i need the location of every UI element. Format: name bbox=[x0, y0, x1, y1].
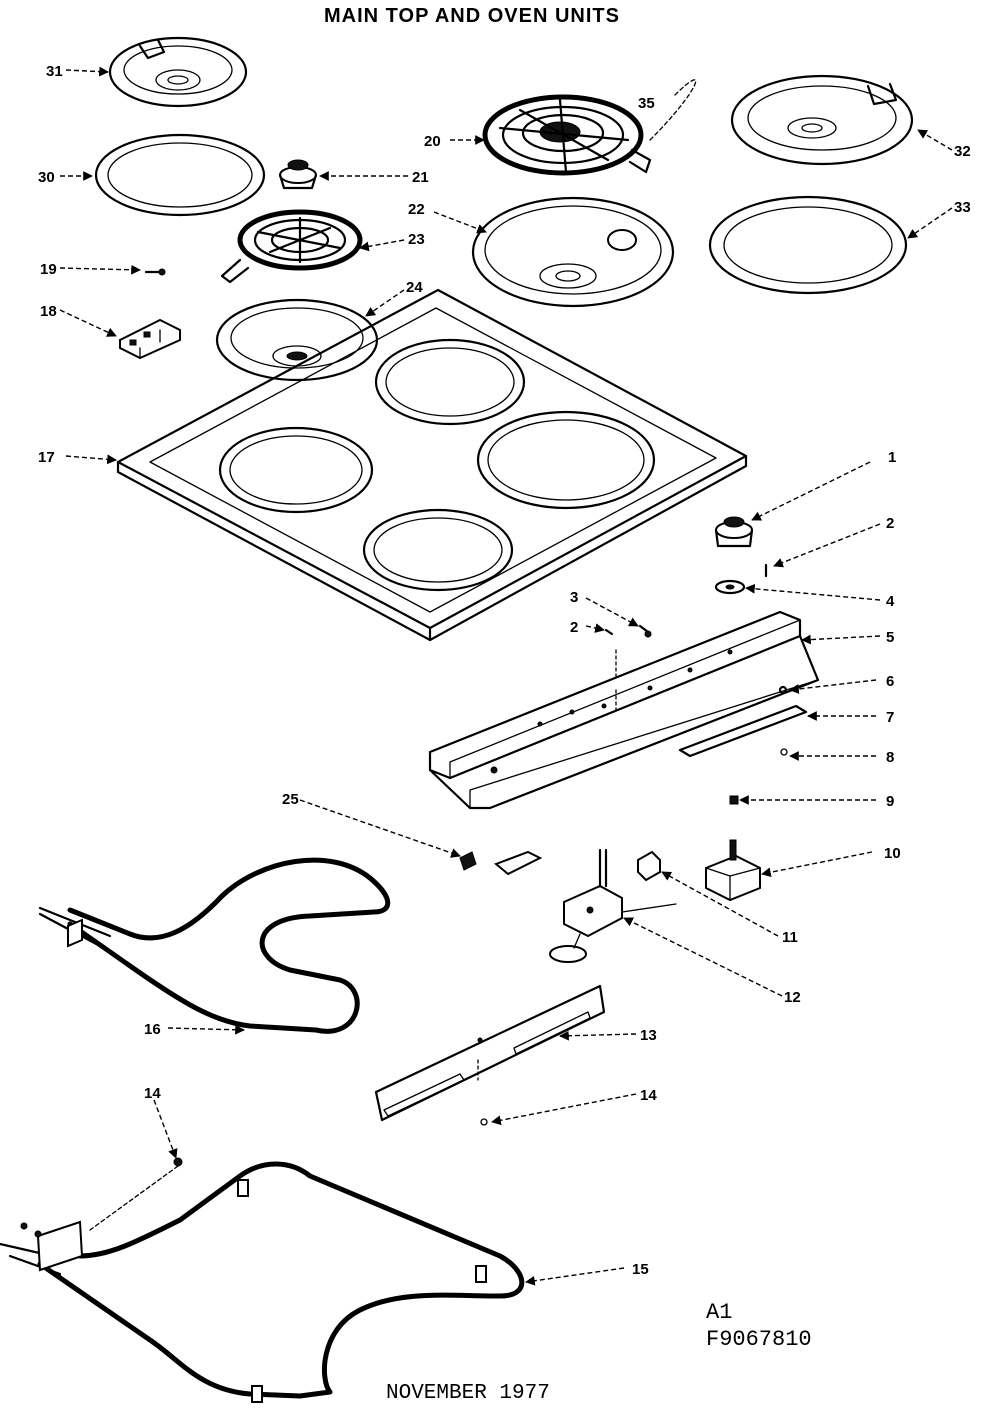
part-13-baffle bbox=[374, 984, 606, 1122]
part-20-surface-element bbox=[482, 79, 697, 176]
part-18-terminal-block bbox=[119, 318, 181, 360]
part-16-broil-element bbox=[38, 857, 391, 1034]
callout-10: 10 bbox=[884, 845, 901, 862]
callout-33: 33 bbox=[954, 199, 971, 216]
callout-3: 3 bbox=[570, 589, 578, 606]
callout-24: 24 bbox=[406, 279, 423, 296]
callout-21: 21 bbox=[412, 169, 429, 186]
part-6-rivet bbox=[778, 685, 788, 695]
part-5-control-panel bbox=[428, 610, 820, 810]
part-17-main-top bbox=[116, 288, 748, 642]
callout-14-left: 14 bbox=[144, 1085, 161, 1102]
part-31-drip-pan bbox=[108, 36, 248, 108]
callout-25: 25 bbox=[282, 791, 299, 808]
callout-18: 18 bbox=[40, 303, 57, 320]
part-30-trim-ring bbox=[94, 133, 266, 217]
callout-13: 13 bbox=[640, 1027, 657, 1044]
part-7-trim bbox=[678, 704, 808, 758]
part-33-trim-ring bbox=[708, 195, 908, 295]
part-11-terminal bbox=[637, 850, 661, 882]
part-2-screw-lower bbox=[604, 628, 614, 636]
callout-20: 20 bbox=[424, 133, 441, 150]
callout-12: 12 bbox=[784, 989, 801, 1006]
callout-30: 30 bbox=[38, 169, 55, 186]
part-23-surface-element bbox=[220, 209, 363, 284]
callout-8: 8 bbox=[886, 749, 894, 766]
leader-lines bbox=[59, 66, 953, 1286]
callout-22: 22 bbox=[408, 201, 425, 218]
callout-17: 17 bbox=[38, 449, 55, 466]
bracket-plate bbox=[494, 850, 543, 876]
callout-23: 23 bbox=[408, 231, 425, 248]
part-12-thermostat bbox=[549, 848, 677, 963]
callout-labels: 31 30 21 20 35 32 22 33 23 19 18 24 17 1… bbox=[38, 63, 971, 1278]
callout-19: 19 bbox=[40, 261, 57, 278]
callout-2-lower: 2 bbox=[570, 619, 578, 636]
part-14-screw-right bbox=[480, 1118, 488, 1126]
part-25-clip bbox=[459, 851, 477, 871]
callout-4: 4 bbox=[886, 593, 895, 610]
part-10-switch bbox=[705, 839, 761, 902]
part-15-bake-element bbox=[0, 1161, 525, 1403]
callout-5: 5 bbox=[886, 629, 894, 646]
part-32-drip-pan bbox=[730, 74, 914, 166]
diagram-code-number: F9067810 bbox=[706, 1327, 812, 1352]
callout-15: 15 bbox=[632, 1261, 649, 1278]
callout-6: 6 bbox=[886, 673, 894, 690]
callout-14-right: 14 bbox=[640, 1087, 657, 1104]
callout-32: 32 bbox=[954, 143, 971, 160]
callout-16: 16 bbox=[144, 1021, 161, 1038]
part-24-drip-pan bbox=[215, 298, 379, 382]
part-19-screw bbox=[144, 268, 166, 276]
callout-2-upper: 2 bbox=[886, 515, 894, 532]
part-3-screw bbox=[638, 624, 652, 638]
part-9-nut bbox=[729, 795, 739, 805]
callout-11: 11 bbox=[782, 929, 798, 946]
part-4-bezel bbox=[714, 579, 746, 595]
callout-35: 35 bbox=[638, 95, 655, 112]
callout-31: 31 bbox=[46, 63, 63, 80]
part-1-knob bbox=[714, 516, 754, 548]
part-14-screw-left bbox=[89, 1157, 183, 1231]
part-8-screw bbox=[780, 748, 788, 756]
part-22-drip-pan bbox=[471, 196, 675, 308]
callout-7: 7 bbox=[886, 709, 894, 726]
diagram-code-a1: A1 bbox=[706, 1300, 732, 1325]
diagram-date: NOVEMBER 1977 bbox=[386, 1382, 550, 1405]
diagram-title: MAIN TOP AND OVEN UNITS bbox=[324, 5, 620, 27]
part-21-receptacle bbox=[278, 159, 318, 190]
callout-1: 1 bbox=[888, 449, 896, 466]
callout-9: 9 bbox=[886, 793, 894, 810]
